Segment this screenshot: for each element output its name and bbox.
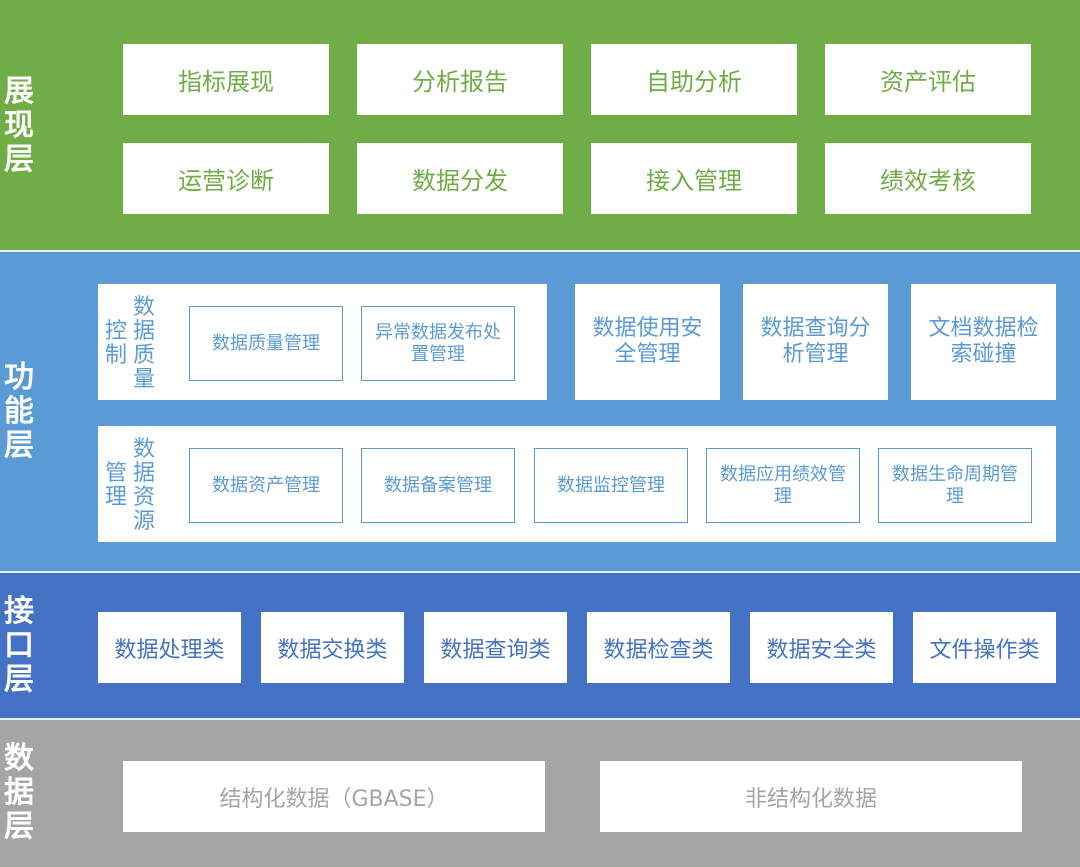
layer-title-char: 功 <box>4 359 34 395</box>
panel-label-char: 质 <box>132 343 155 368</box>
resource-management-panel: 管 理 数 据 资 源 数据资产管理 数据备案管理 数据监控管理 数据应用绩效管… <box>98 426 1056 542</box>
panel-label-char: 管 <box>104 461 127 486</box>
quality-control-item: 数据质量管理 <box>189 306 343 381</box>
layer-title-char: 层 <box>4 661 34 697</box>
function-layer: 功 能 层 控 制 数 据 质 量 数据质量管理 异常数据发布处置管理 数据使用… <box>0 251 1080 572</box>
function-item: 文档数据检索碰撞 <box>911 284 1056 400</box>
interface-item: 文件操作类 <box>913 612 1056 683</box>
presentation-item: 接入管理 <box>591 143 797 214</box>
function-item: 数据查询分析管理 <box>743 284 888 400</box>
layer-divider <box>0 718 1080 720</box>
panel-label-char: 理 <box>104 485 127 510</box>
quality-control-label-col2: 数 据 质 量 <box>130 296 158 392</box>
layer-title-char: 现 <box>4 107 34 143</box>
data-layer: 数 据 层 结构化数据（GBASE） 非结构化数据 <box>0 719 1080 867</box>
resource-management-label-col2: 数 据 资 源 <box>130 438 158 534</box>
panel-label-char: 制 <box>104 343 127 368</box>
resource-management-item: 数据备案管理 <box>361 448 515 523</box>
panel-label-char: 源 <box>132 509 155 534</box>
presentation-item: 运营诊断 <box>123 143 329 214</box>
interface-item: 数据查询类 <box>424 612 567 683</box>
layer-title-char: 层 <box>4 809 34 844</box>
resource-management-item: 数据监控管理 <box>534 448 688 523</box>
presentation-item: 数据分发 <box>357 143 563 214</box>
panel-label-char: 据 <box>132 319 155 344</box>
interface-item: 数据交换类 <box>261 612 404 683</box>
panel-label-char: 控 <box>104 319 127 344</box>
layer-title-char: 口 <box>4 627 34 663</box>
presentation-layer: 展 现 层 指标展现 分析报告 自助分析 资产评估 运营诊断 数据分发 接入管理… <box>0 0 1080 251</box>
resource-management-item: 数据应用绩效管理 <box>706 448 860 523</box>
panel-label-char: 据 <box>132 461 155 486</box>
panel-label-char: 数 <box>132 295 155 320</box>
layer-title-char: 展 <box>4 73 34 109</box>
presentation-item: 指标展现 <box>123 44 329 115</box>
panel-label-char: 数 <box>132 437 155 462</box>
layer-title-char: 接 <box>4 593 34 629</box>
data-item: 非结构化数据 <box>600 761 1022 832</box>
layer-title-char: 层 <box>4 141 34 177</box>
function-layer-title: 功 能 层 <box>0 251 38 572</box>
quality-control-panel: 控 制 数 据 质 量 数据质量管理 异常数据发布处置管理 <box>98 284 547 400</box>
presentation-layer-title: 展 现 层 <box>0 0 38 251</box>
presentation-item: 资产评估 <box>825 44 1031 115</box>
layer-divider <box>0 571 1080 573</box>
quality-control-label-col1: 控 制 <box>102 320 130 368</box>
layer-title-char: 据 <box>4 775 34 810</box>
quality-control-item: 异常数据发布处置管理 <box>361 306 515 381</box>
resource-management-item: 数据生命周期管理 <box>878 448 1032 523</box>
panel-label-char: 量 <box>132 367 155 392</box>
layer-title-char: 层 <box>4 427 34 463</box>
layer-title-char: 能 <box>4 393 34 429</box>
presentation-item: 分析报告 <box>357 44 563 115</box>
interface-layer: 接 口 层 数据处理类 数据交换类 数据查询类 数据检查类 数据安全类 文件操作… <box>0 572 1080 719</box>
interface-item: 数据处理类 <box>98 612 241 683</box>
interface-item: 数据检查类 <box>587 612 730 683</box>
resource-management-item: 数据资产管理 <box>189 448 343 523</box>
function-item: 数据使用安全管理 <box>575 284 720 400</box>
interface-item: 数据安全类 <box>750 612 893 683</box>
layer-divider <box>0 250 1080 252</box>
data-item: 结构化数据（GBASE） <box>123 761 545 832</box>
data-layer-title: 数 据 层 <box>0 719 38 867</box>
panel-label-char: 资 <box>132 485 155 510</box>
resource-management-label-col1: 管 理 <box>102 462 130 510</box>
presentation-item: 自助分析 <box>591 44 797 115</box>
layer-title-char: 数 <box>4 741 34 776</box>
interface-layer-title: 接 口 层 <box>0 572 38 719</box>
presentation-item: 绩效考核 <box>825 143 1031 214</box>
